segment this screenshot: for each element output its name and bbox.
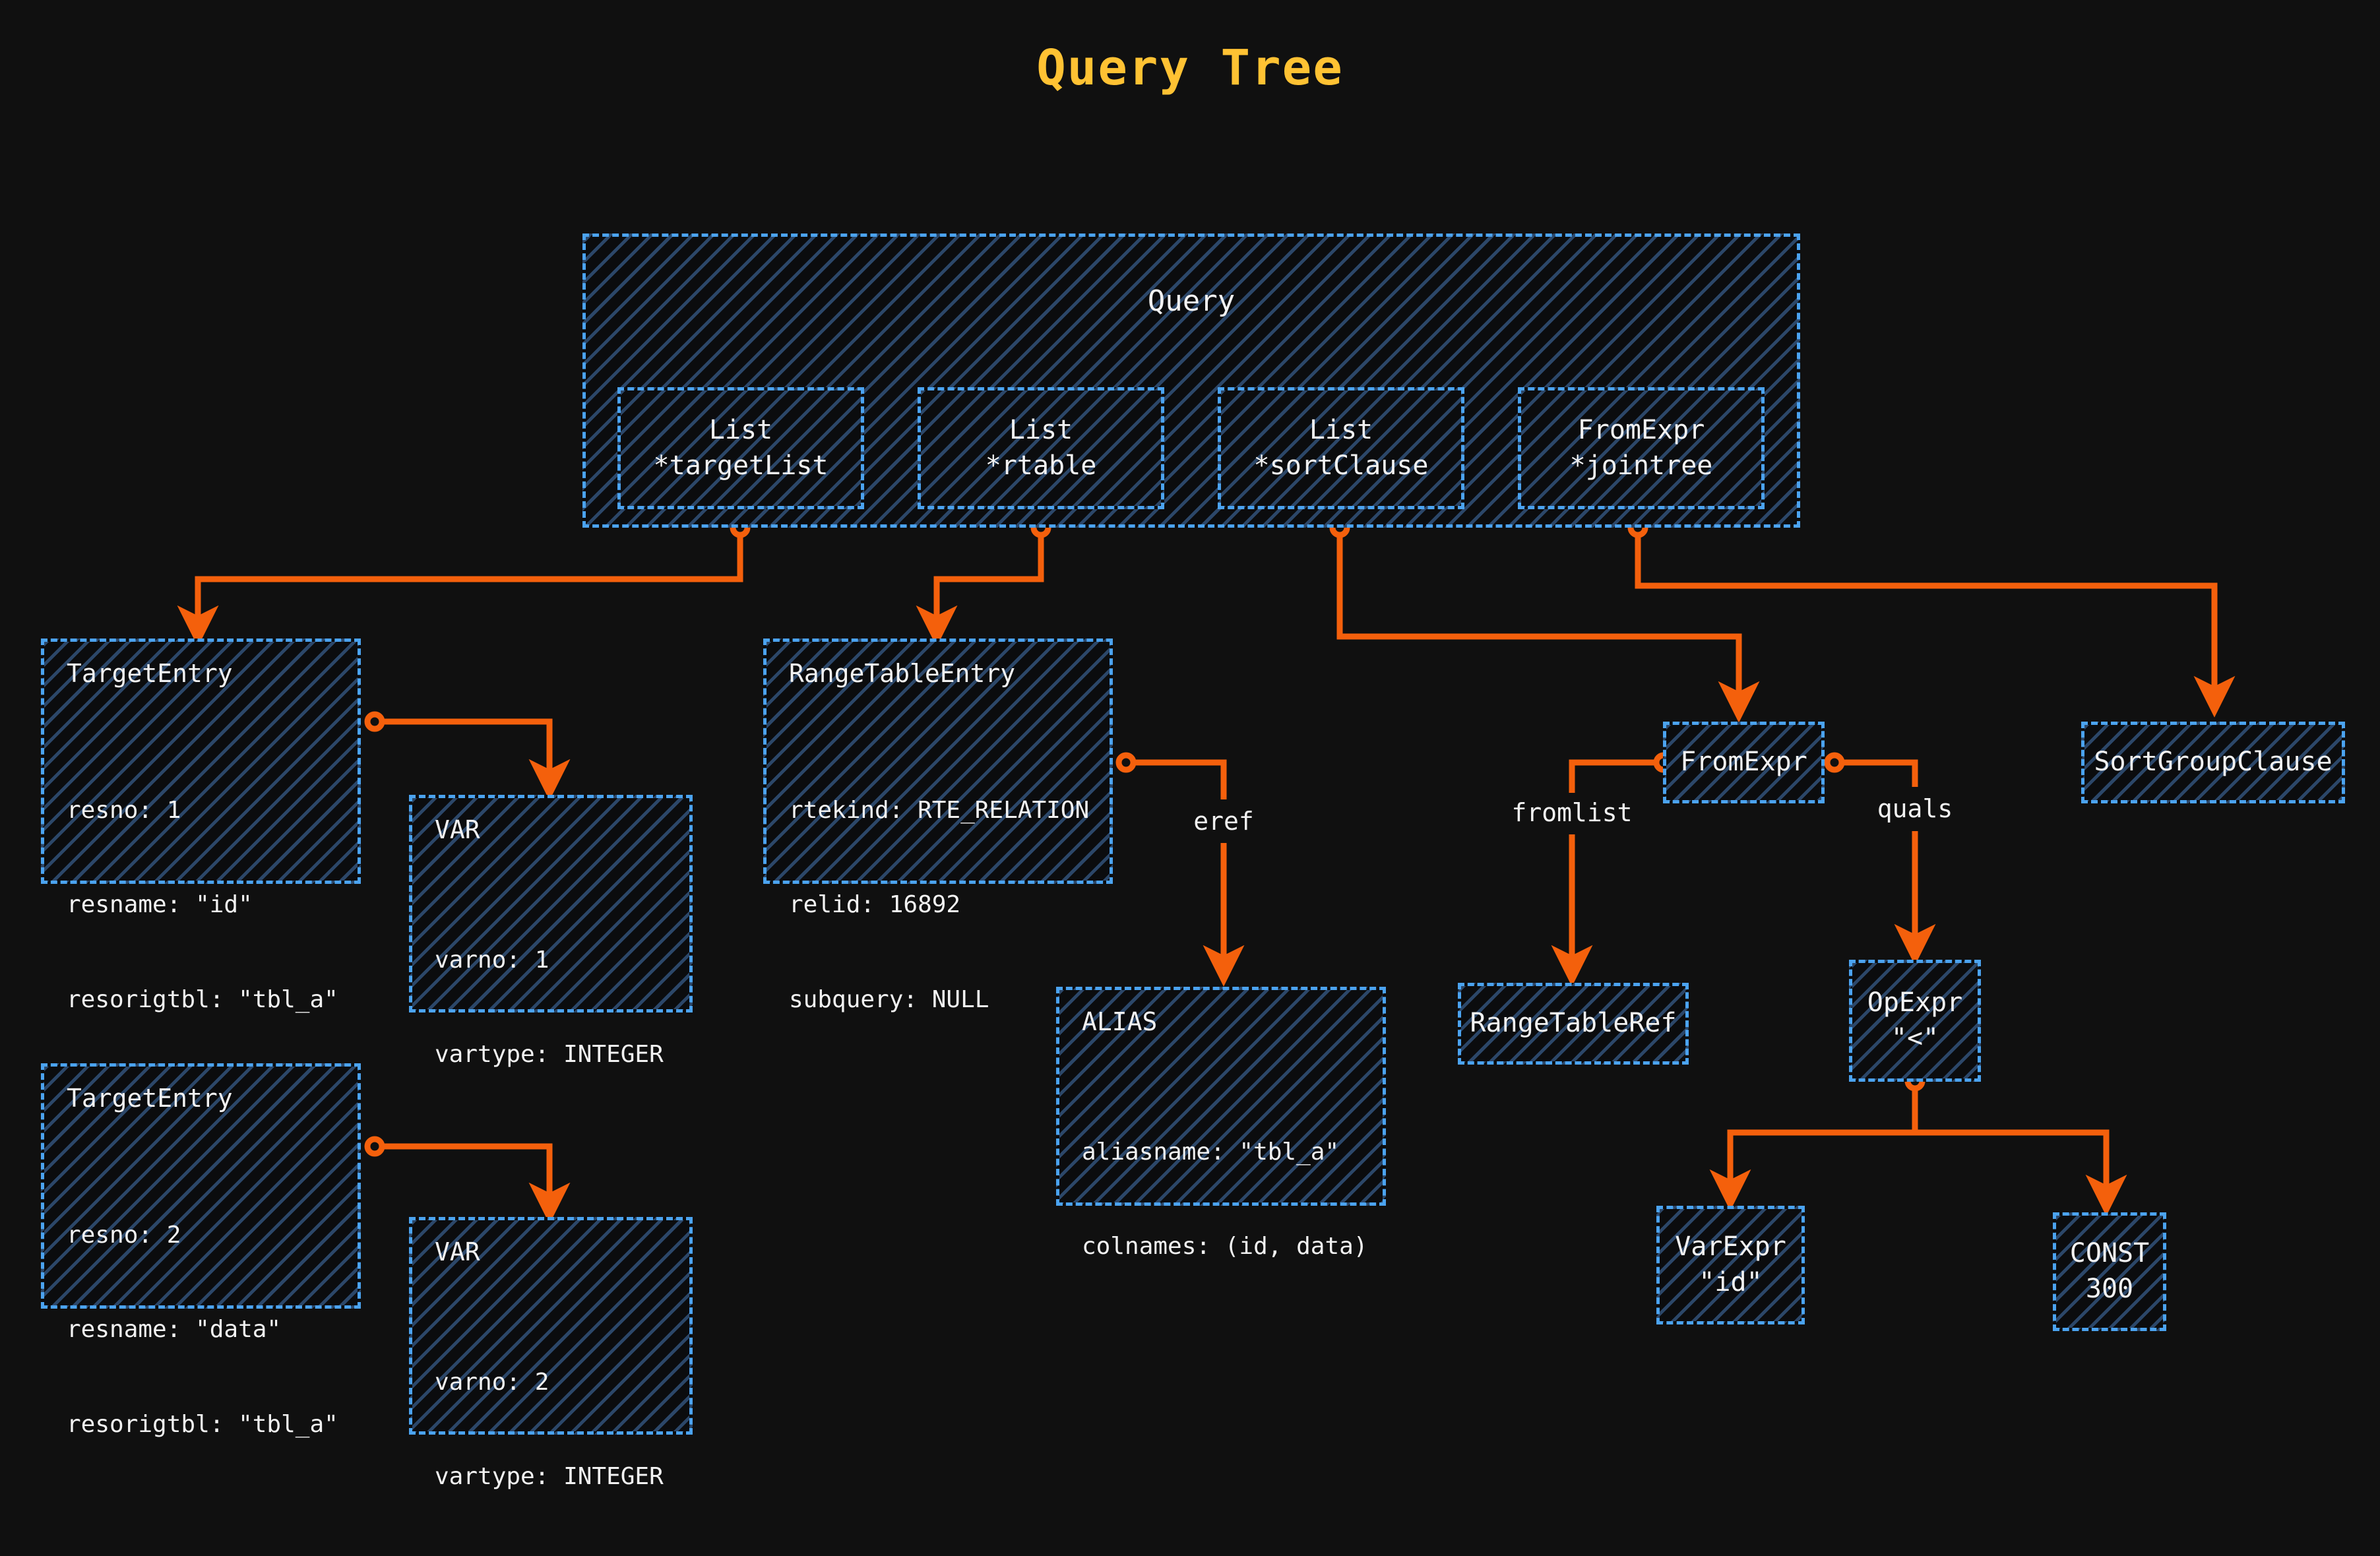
node-sort-group-clause-label: SortGroupClause	[2094, 747, 2333, 778]
node-var-1-title: VAR	[435, 815, 480, 844]
edge-label-fromlist: fromlist	[1511, 798, 1633, 827]
node-range-table-entry[interactable]: RangeTableEntry rtekind: RTE_RELATION re…	[763, 638, 1113, 1013]
slot-rtable-line1: List	[1009, 414, 1073, 445]
node-query-slot-rtable[interactable]: List *rtable	[918, 387, 1164, 509]
edge-origin-quals	[1824, 752, 1845, 773]
node-target-entry-1-fields: resno: 1 resname: "id" resorigtbl: "tbl_…	[67, 731, 358, 1079]
node-query-slot-sortclause[interactable]: List *sortClause	[1218, 387, 1464, 509]
node-alias-title: ALIAS	[1082, 1007, 1158, 1036]
slot-jointree-line2: *jointree	[1569, 450, 1713, 481]
node-query-slot-targetlist[interactable]: List *targetList	[617, 387, 864, 509]
node-target-entry-1-title: TargetEntry	[67, 659, 233, 688]
field-rtekind: rtekind: RTE_RELATION	[789, 796, 1090, 824]
edge-targetentry1-to-var1	[383, 718, 571, 801]
slot-sortclause-line2: *sortClause	[1253, 450, 1429, 481]
node-target-entry-2[interactable]: TargetEntry resno: 2 resname: "data" res…	[41, 1063, 361, 1438]
node-var-expr[interactable]: VarExpr "id"	[1656, 1206, 1805, 1324]
node-target-entry-2-title: TargetEntry	[67, 1084, 233, 1113]
node-query-label: Query	[1147, 284, 1236, 318]
field-resno: resno: 1	[67, 796, 181, 824]
edge-origin-targetentry2	[364, 1136, 385, 1157]
edge-rtable-to-rangetableentry	[916, 536, 1044, 647]
node-target-entry-1[interactable]: TargetEntry resno: 1 resname: "id" resor…	[41, 638, 361, 1013]
field-varno: varno: 2	[435, 1368, 549, 1396]
node-range-table-entry-title: RangeTableEntry	[789, 659, 1016, 688]
node-var-expr-line2: "id"	[1699, 1267, 1763, 1297]
edge-rangetableentry-to-alias-seg1	[1134, 759, 1227, 799]
node-op-expr-line2: "<"	[1891, 1022, 1939, 1053]
edge-sortclause-to-sortgroupclause	[1336, 536, 1760, 723]
node-from-expr[interactable]: FromExpr	[1663, 722, 1825, 803]
field-aliasname: aliasname: "tbl_a"	[1082, 1138, 1340, 1166]
field-vartype: vartype: INTEGER	[435, 1041, 664, 1069]
field-resorigtbl: resorigtbl: "tbl_a"	[67, 986, 338, 1013]
node-alias-fields: aliasname: "tbl_a" colnames: (id, data)	[1082, 1073, 1383, 1326]
edge-fromexpr-to-rangetableref-seg1	[1569, 759, 1656, 793]
node-from-expr-label: FromExpr	[1680, 747, 1807, 778]
node-range-table-ref-label: RangeTableRef	[1470, 1008, 1677, 1039]
node-sort-group-clause[interactable]: SortGroupClause	[2081, 722, 2345, 803]
edge-label-eref: eref	[1193, 807, 1254, 836]
field-relid: relid: 16892	[789, 891, 961, 919]
page-title: Query Tree	[1036, 40, 1344, 96]
field-resname: resname: "id"	[67, 891, 253, 919]
field-colnames: colnames: (id, data)	[1082, 1233, 1368, 1260]
node-const[interactable]: CONST 300	[2053, 1212, 2166, 1331]
edge-targetentry2-to-var2	[383, 1143, 571, 1224]
edge-targetlist-to-targetentry1	[177, 536, 743, 647]
slot-targetlist-line1: List	[708, 414, 773, 445]
node-var-1-fields: varno: 1 vartype: INTEGER	[435, 881, 689, 1134]
edge-origin-targetentry1	[364, 711, 385, 732]
field-vartype: vartype: INTEGER	[435, 1463, 664, 1491]
field-subquery: subquery: NULL	[789, 986, 989, 1013]
node-range-table-entry-fields: rtekind: RTE_RELATION relid: 16892 subqu…	[789, 731, 1110, 1079]
node-var-2[interactable]: VAR varno: 2 vartype: INTEGER	[409, 1217, 693, 1490]
edge-origin-eref	[1115, 752, 1137, 773]
node-query-slot-jointree[interactable]: FromExpr *jointree	[1518, 387, 1765, 509]
node-query[interactable]: Query List *targetList List *rtable List…	[582, 233, 1800, 528]
field-varno: varno: 1	[435, 946, 549, 974]
node-range-table-ref[interactable]: RangeTableRef	[1458, 983, 1689, 1065]
slot-sortclause-line1: List	[1309, 414, 1373, 445]
node-var-2-title: VAR	[435, 1237, 480, 1266]
diagram-canvas: Query Tree	[41, 40, 2345, 1490]
node-const-line2: 300	[2085, 1274, 2134, 1304]
edge-fromexpr-to-opexpr-seg1	[1842, 759, 1918, 787]
node-target-entry-2-fields: resno: 2 resname: "data" resorigtbl: "tb…	[67, 1156, 358, 1504]
slot-jointree-line1: FromExpr	[1577, 414, 1705, 445]
edge-opexpr-to-varexpr	[1709, 1089, 1918, 1211]
node-op-expr[interactable]: OpExpr "<"	[1849, 960, 1981, 1082]
edge-label-quals: quals	[1877, 794, 1953, 823]
field-resorigtbl: resorigtbl: "tbl_a"	[67, 1411, 338, 1438]
edge-jointree-to-fromexpr	[1635, 536, 2236, 718]
slot-targetlist-line2: *targetList	[653, 450, 829, 481]
node-op-expr-line1: OpExpr	[1867, 987, 1963, 1018]
node-const-line1: CONST	[2069, 1238, 2150, 1269]
node-var-2-fields: varno: 2 vartype: INTEGER	[435, 1303, 689, 1556]
slot-rtable-line2: *rtable	[985, 450, 1097, 481]
node-var-expr-line1: VarExpr	[1675, 1231, 1786, 1262]
node-var-1[interactable]: VAR varno: 1 vartype: INTEGER	[409, 795, 693, 1068]
field-resno: resno: 2	[67, 1221, 181, 1249]
edge-opexpr-to-const	[1915, 1129, 2127, 1216]
node-alias[interactable]: ALIAS aliasname: "tbl_a" colnames: (id, …	[1056, 987, 1386, 1260]
field-resname: resname: "data"	[67, 1316, 282, 1344]
